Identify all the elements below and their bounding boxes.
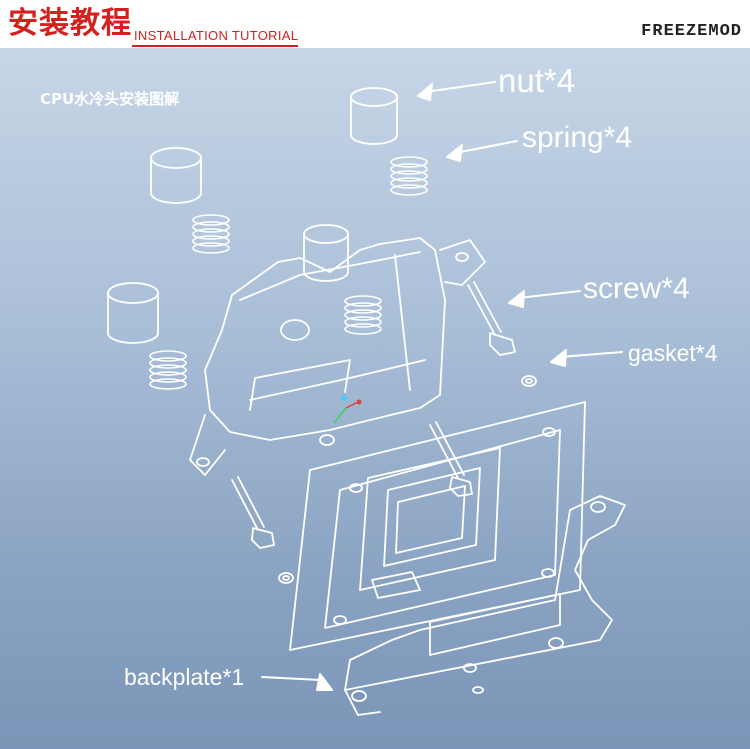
spring-icon (390, 156, 428, 196)
brand-logo: FREEZEMOD (641, 22, 742, 41)
label-spring: spring*4 (522, 121, 633, 154)
label-backplate: backplate*1 (124, 664, 245, 690)
header: 安装教程 INSTALLATION TUTORIAL FREEZEMOD (0, 0, 750, 48)
screw-icon (231, 476, 275, 549)
label-nut: nut*4 (498, 62, 576, 99)
title-underline (132, 45, 298, 47)
spring-icon (344, 295, 382, 335)
spring-icon (192, 214, 230, 254)
waterblock-bracket (189, 237, 486, 476)
label-screw: screw*4 (583, 272, 690, 305)
mounting-plate (289, 401, 586, 651)
nut-icon (150, 147, 202, 204)
gasket-icon (521, 375, 537, 387)
page-subtitle-en: INSTALLATION TUTORIAL (134, 28, 299, 43)
axis-gizmo-icon (333, 395, 362, 424)
page-title: 安装教程 (8, 6, 132, 41)
nut-icon (107, 282, 159, 344)
gasket-icon (278, 572, 294, 584)
screw-icon (467, 281, 516, 356)
nut-icon (350, 87, 398, 145)
spring-icon (149, 350, 187, 390)
diagram-subtitle: CPU水冷头安装图解 (40, 90, 180, 108)
label-gasket: gasket*4 (628, 340, 718, 366)
backplate (344, 495, 626, 716)
leader-arrows (261, 81, 623, 691)
